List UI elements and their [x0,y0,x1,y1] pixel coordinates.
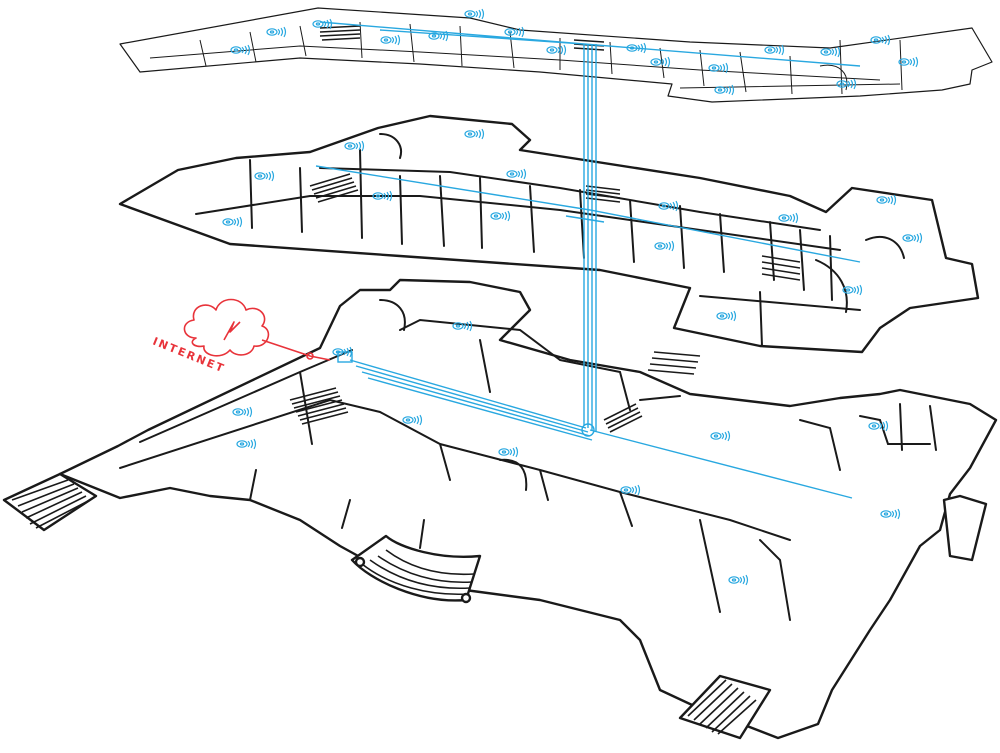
wifi-access-point-icon [222,216,243,228]
ground-riser-junction [581,423,595,437]
wifi-access-point-icon [764,44,785,56]
wifi-access-point-icon [504,26,525,38]
wifi-access-point-icon [710,430,731,442]
wifi-access-point-icon [546,44,567,56]
exterior-stairs-front [350,534,482,604]
top-floor-cable [319,21,861,67]
wifi-access-point-icon [254,170,275,182]
wifi-access-point-icon [778,212,799,224]
ground-floor [2,278,998,740]
internet-link [261,339,331,361]
wifi-access-point-icon [876,194,897,206]
exterior-stairs-right [678,674,772,740]
middle-floor-inner-walls [195,133,905,347]
wifi-access-point-icon [230,44,251,56]
wifi-access-point-icon [506,168,527,180]
top-floor-outline [119,7,993,103]
wifi-access-point-icon [232,406,253,418]
wifi-access-point-icon [654,240,675,252]
wifi-access-point-icon [380,34,401,46]
wifi-access-point-icon [452,320,473,332]
wifi-access-point-icon [880,508,901,520]
wifi-access-point-icon [714,84,735,96]
wifi-access-point-icon [464,128,485,140]
top-floor [119,7,993,103]
top-floor-inner-walls [149,21,903,95]
wifi-access-point-icon [312,18,333,30]
wifi-access-point-icon [372,190,393,202]
middle-floor [118,114,980,354]
middle-floor-outline [118,114,980,354]
wifi-access-point-icon [490,210,511,222]
wifi-access-point-icon [728,574,749,586]
wifi-access-point-icon [716,310,737,322]
wifi-access-point-icon [236,438,257,450]
lightning-icon [223,321,241,341]
wifi-access-point-icon [902,232,923,244]
middle-floor-cable [315,165,861,263]
wifi-access-point-icon [344,140,365,152]
side-porch [942,494,988,562]
wifi-access-point-icon [870,34,891,46]
wifi-access-point-icon [650,56,671,68]
ground-floor-cable [349,359,853,499]
internet-port [306,352,314,360]
wifi-access-point-icon [658,200,679,212]
wifi-access-point-icon [836,78,857,90]
wifi-access-point-icon [820,46,841,58]
wifi-access-point-icon [266,26,287,38]
wifi-access-point-icon [708,62,729,74]
wifi-access-points [222,8,923,586]
wifi-access-point-icon [332,346,353,358]
exterior-stairs-left [2,472,98,532]
wifi-access-point-icon [842,284,863,296]
wifi-access-point-icon [428,30,449,42]
wifi-access-point-icon [402,414,423,426]
wifi-access-point-icon [464,8,485,20]
cloud-icon [183,298,270,357]
middle-floor-stairs [309,173,801,281]
ground-floor-stairs [289,351,701,433]
wifi-access-point-icon [620,484,641,496]
ground-floor-inner-walls [119,299,937,621]
wifi-access-point-icon [498,446,519,458]
network-cabling [315,21,861,499]
wifi-access-point-icon [868,420,889,432]
wifi-access-point-icon [898,56,919,68]
wifi-access-point-icon [626,42,647,54]
vertical-riser [583,44,597,432]
